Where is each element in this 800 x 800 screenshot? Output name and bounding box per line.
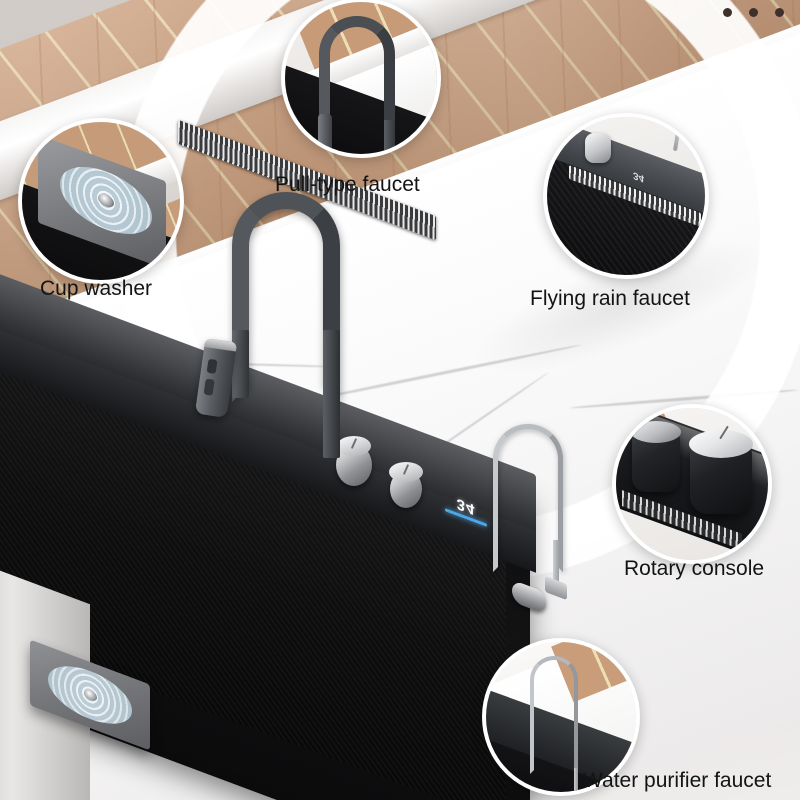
rotary-knob-right[interactable] — [389, 462, 423, 508]
knob-indicator — [351, 438, 358, 449]
callout-flying-rain-faucet[interactable]: 34 — [543, 113, 709, 279]
callout-label-cup-washer: Cup washer — [40, 277, 153, 300]
purifier-tube-detail — [530, 656, 578, 774]
faucet-right-column — [323, 330, 340, 458]
rotary-knob-left[interactable] — [336, 436, 372, 486]
purifier-stem-detail — [574, 768, 578, 792]
rotary-knob-detail-left — [631, 421, 681, 492]
slide-dot-3[interactable] — [775, 8, 784, 17]
faucet-head-detail — [318, 114, 332, 154]
cup-washer-nozzle-detail — [98, 191, 114, 210]
callout-water-purifier-faucet-art — [486, 642, 636, 792]
callout-label-rotary-console: Rotary console — [624, 557, 765, 580]
callout-flying-rain-faucet-art: 34 — [547, 117, 705, 275]
water-purifier-stem — [553, 540, 559, 588]
callout-cup-washer-art — [22, 122, 180, 280]
knob-cap-detail — [631, 421, 681, 443]
knob-detail — [585, 133, 611, 163]
callout-label-pull-type-faucet: Pull-type faucet — [275, 173, 420, 196]
knob-cap — [389, 462, 423, 482]
cup-washer-nozzle — [84, 687, 97, 703]
faucet-mode-button-secondary[interactable] — [203, 378, 215, 396]
callout-pull-type-faucet[interactable] — [281, 0, 441, 158]
water-purifier-tube — [493, 424, 563, 572]
knob-indicator — [403, 464, 410, 475]
rotary-knob-detail-right — [689, 425, 753, 514]
callout-label-water-purifier-faucet: Water purifier faucet — [583, 769, 772, 792]
callout-label-flying-rain-faucet: Flying rain faucet — [530, 287, 690, 310]
knob-cap-detail — [689, 425, 753, 458]
callout-rotary-console[interactable] — [612, 404, 772, 564]
callout-water-purifier-faucet[interactable] — [482, 638, 640, 796]
slide-dot-2[interactable] — [749, 8, 758, 17]
callout-cup-washer[interactable] — [18, 118, 184, 284]
slide-dots[interactable] — [723, 8, 784, 17]
faucet-arc-detail — [319, 16, 395, 132]
faucet-column-detail — [384, 120, 395, 154]
callout-rotary-console-art — [616, 408, 768, 560]
slide-dot-1[interactable] — [723, 8, 732, 17]
faucet-left-column — [232, 330, 249, 398]
faucet-mode-button[interactable] — [206, 358, 218, 374]
knob-cap — [337, 436, 371, 456]
callout-pull-type-faucet-art — [285, 2, 437, 154]
